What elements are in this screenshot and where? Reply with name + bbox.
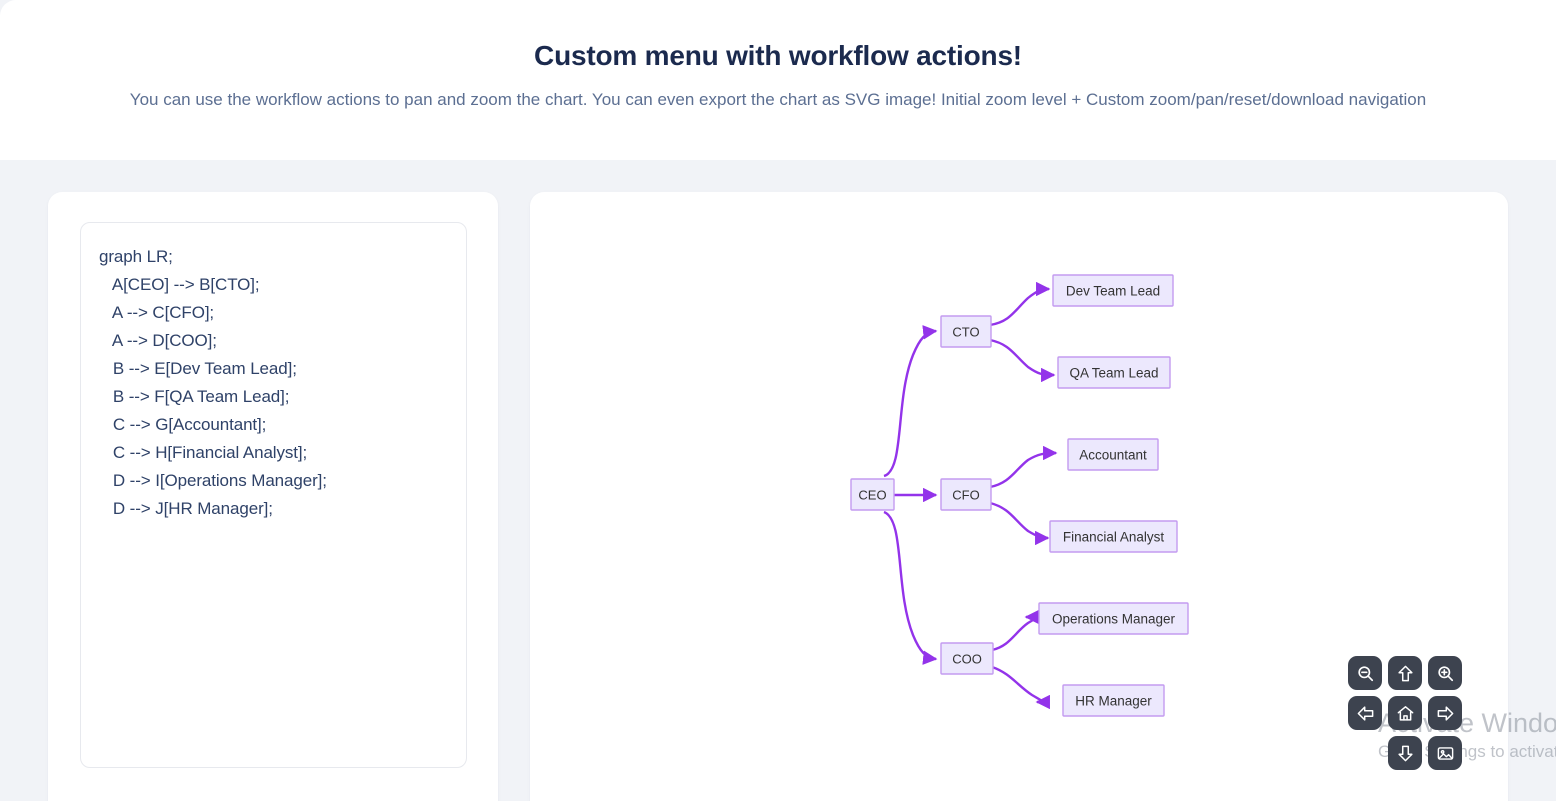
- arrow-down-icon: [1397, 745, 1413, 761]
- diagram-nodes[interactable]: CEO CTO CFO COO: [850, 274, 1189, 717]
- edge-C-G: [989, 445, 1058, 489]
- mermaid-code-text[interactable]: graph LR; A[CEO] --> B[CTO]; A --> C[CFO…: [99, 247, 327, 518]
- edge-A-B: [883, 325, 938, 478]
- node-label-financial-analyst: Financial Analyst: [1063, 530, 1165, 545]
- edge-C-H: [989, 501, 1050, 546]
- node-hr-manager[interactable]: HR Manager: [1062, 684, 1165, 717]
- home-icon: [1397, 705, 1413, 721]
- diagram-panel[interactable]: CEO CTO CFO COO: [530, 192, 1508, 801]
- mermaid-code-editor[interactable]: graph LR; A[CEO] --> B[CTO]; A --> C[CFO…: [80, 222, 467, 768]
- node-label-accountant: Accountant: [1079, 448, 1147, 463]
- node-dev-team-lead[interactable]: Dev Team Lead: [1052, 274, 1174, 307]
- workflow-controls: [1348, 656, 1466, 770]
- edge-A-D: [883, 510, 938, 665]
- zoom-in-button[interactable]: [1428, 656, 1462, 690]
- node-qa-team-lead[interactable]: QA Team Lead: [1057, 356, 1171, 389]
- page-title: Custom menu with workflow actions!: [534, 40, 1022, 71]
- zoom-out-icon: [1357, 665, 1373, 681]
- page-header: Custom menu with workflow actions! You c…: [0, 0, 1556, 160]
- arrow-left-icon: [1357, 705, 1373, 721]
- node-CFO[interactable]: CFO: [940, 478, 992, 511]
- node-label-operations-manager: Operations Manager: [1052, 612, 1176, 627]
- node-label-COO: COO: [952, 652, 982, 667]
- arrow-right-icon: [1437, 705, 1453, 721]
- zoom-out-button[interactable]: [1348, 656, 1382, 690]
- zoom-in-icon: [1437, 665, 1453, 681]
- pan-down-button[interactable]: [1388, 736, 1422, 770]
- node-label-CEO: CEO: [858, 488, 886, 503]
- node-label-hr-manager: HR Manager: [1075, 694, 1152, 709]
- diagram-canvas[interactable]: CEO CTO CFO COO: [530, 192, 1508, 801]
- editor-panel: graph LR; A[CEO] --> B[CTO]; A --> C[CFO…: [48, 192, 498, 801]
- node-operations-manager[interactable]: Operations Manager: [1038, 602, 1189, 635]
- image-icon: [1437, 746, 1453, 760]
- edge-D-I: [991, 609, 1039, 652]
- pan-up-button[interactable]: [1388, 656, 1422, 690]
- controls-spacer: [1348, 736, 1382, 770]
- page-subtitle: You can use the workflow actions to pan …: [129, 90, 1427, 110]
- pan-left-button[interactable]: [1348, 696, 1382, 730]
- node-label-CTO: CTO: [952, 325, 979, 340]
- edge-D-J: [991, 665, 1050, 710]
- edge-B-E: [989, 281, 1051, 327]
- export-image-button[interactable]: [1428, 736, 1462, 770]
- node-financial-analyst[interactable]: Financial Analyst: [1049, 520, 1178, 553]
- node-CTO[interactable]: CTO: [940, 315, 992, 348]
- pan-right-button[interactable]: [1428, 696, 1462, 730]
- node-COO[interactable]: COO: [940, 642, 994, 675]
- arrow-up-icon: [1397, 665, 1413, 681]
- diagram-edges: [883, 281, 1058, 710]
- node-label-dev-team-lead: Dev Team Lead: [1066, 284, 1160, 299]
- node-label-qa-team-lead: QA Team Lead: [1069, 366, 1158, 381]
- node-accountant[interactable]: Accountant: [1067, 438, 1159, 471]
- reset-button[interactable]: [1388, 696, 1422, 730]
- node-CEO[interactable]: CEO: [850, 478, 895, 511]
- edge-B-F: [989, 338, 1056, 383]
- node-label-CFO: CFO: [952, 488, 979, 503]
- mermaid-diagram-svg[interactable]: CEO CTO CFO COO: [530, 192, 1508, 801]
